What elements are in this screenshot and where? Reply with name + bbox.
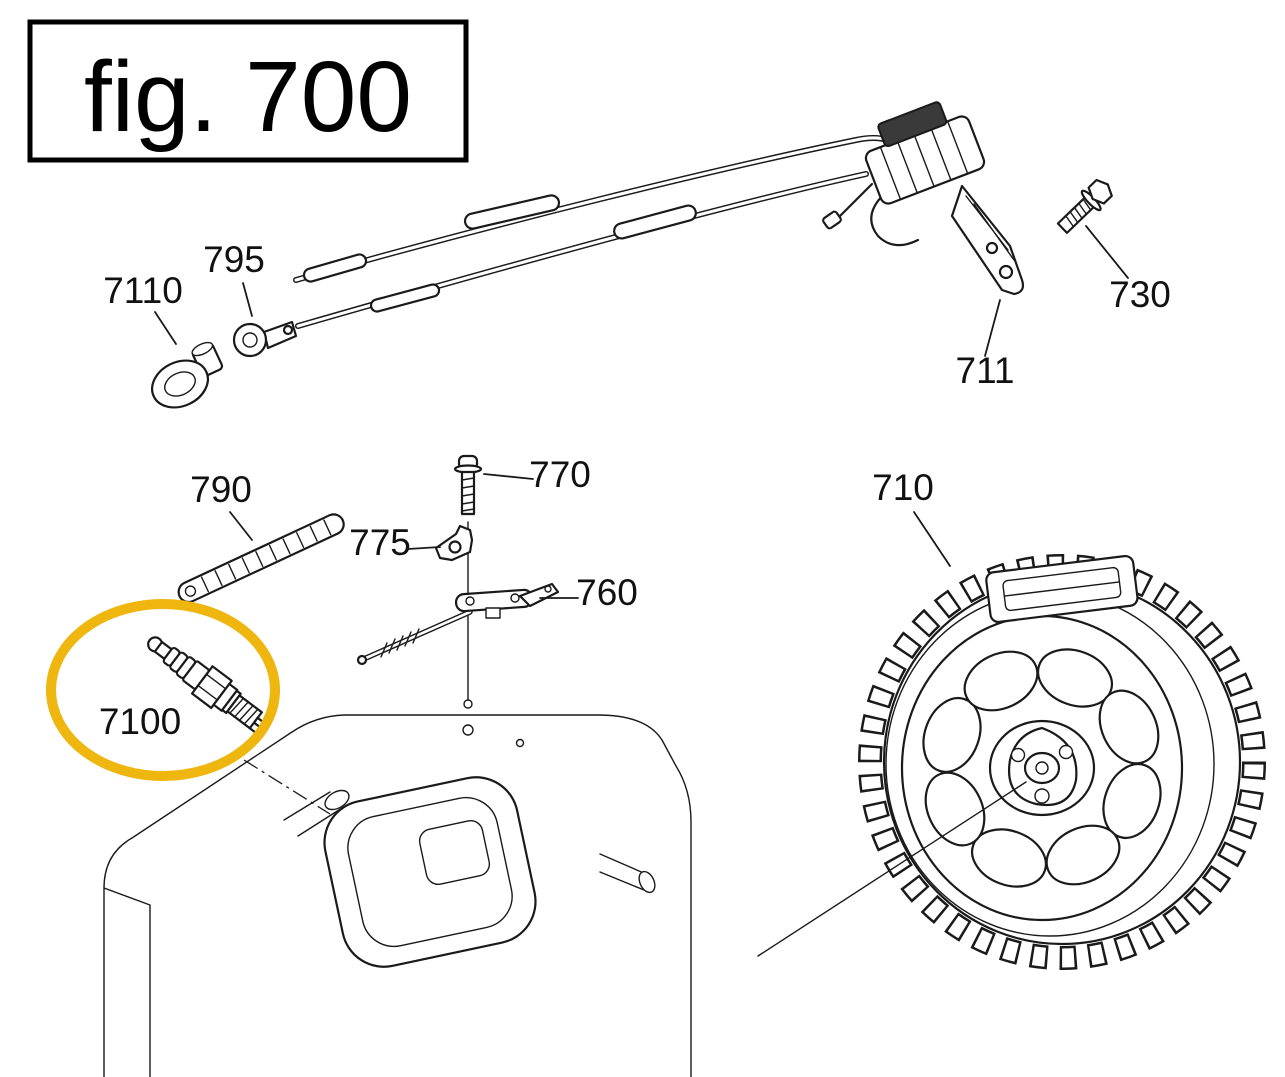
leader-line-710 — [913, 511, 951, 567]
throttle-cables-drawing — [293, 135, 906, 329]
part-label-795: 795 — [203, 239, 265, 280]
flywheel-magnet — [985, 554, 1139, 624]
leader-line-775 — [407, 546, 441, 550]
part-labels: 7110 795 730 711 790 770 775 760 710 710… — [99, 239, 1171, 742]
part-label-711: 711 — [956, 350, 1015, 391]
clamp-drawing — [434, 524, 474, 562]
leader-line-795 — [242, 282, 253, 317]
part-label-775: 775 — [349, 522, 411, 563]
part-label-7110: 7110 — [103, 270, 183, 311]
highlight-ellipse-7100 — [46, 599, 280, 781]
cable-clevis-drawing — [232, 320, 298, 358]
governor-strip-drawing — [177, 513, 345, 604]
figure-label: fig. 700 — [84, 41, 412, 153]
leader-line-790 — [229, 511, 253, 541]
part-label-7100: 7100 — [99, 701, 181, 742]
leader-line-730 — [1085, 225, 1129, 279]
governor-arm-drawing — [356, 582, 560, 666]
bolt-drawing — [1056, 178, 1113, 234]
part-label-790: 790 — [190, 469, 252, 510]
leader-line-711 — [984, 299, 1001, 357]
leader-line-7110 — [154, 311, 177, 345]
part-label-710: 710 — [872, 467, 934, 508]
part-label-730: 730 — [1109, 274, 1171, 315]
leader-lines — [154, 225, 1129, 599]
figure-label-box — [27, 19, 469, 163]
flywheel-pointer-line — [757, 781, 1027, 957]
flywheel-drawing — [757, 554, 1266, 970]
spark-plug-cap-drawing — [151, 341, 224, 409]
part-label-770: 770 — [529, 454, 591, 495]
leader-line-770 — [483, 473, 534, 480]
engine-block-drawing — [103, 521, 692, 1077]
ignition-coil-drawing — [822, 101, 1025, 296]
screw-drawing — [453, 454, 483, 516]
part-label-760: 760 — [576, 572, 638, 613]
centerline-plug — [243, 759, 331, 815]
